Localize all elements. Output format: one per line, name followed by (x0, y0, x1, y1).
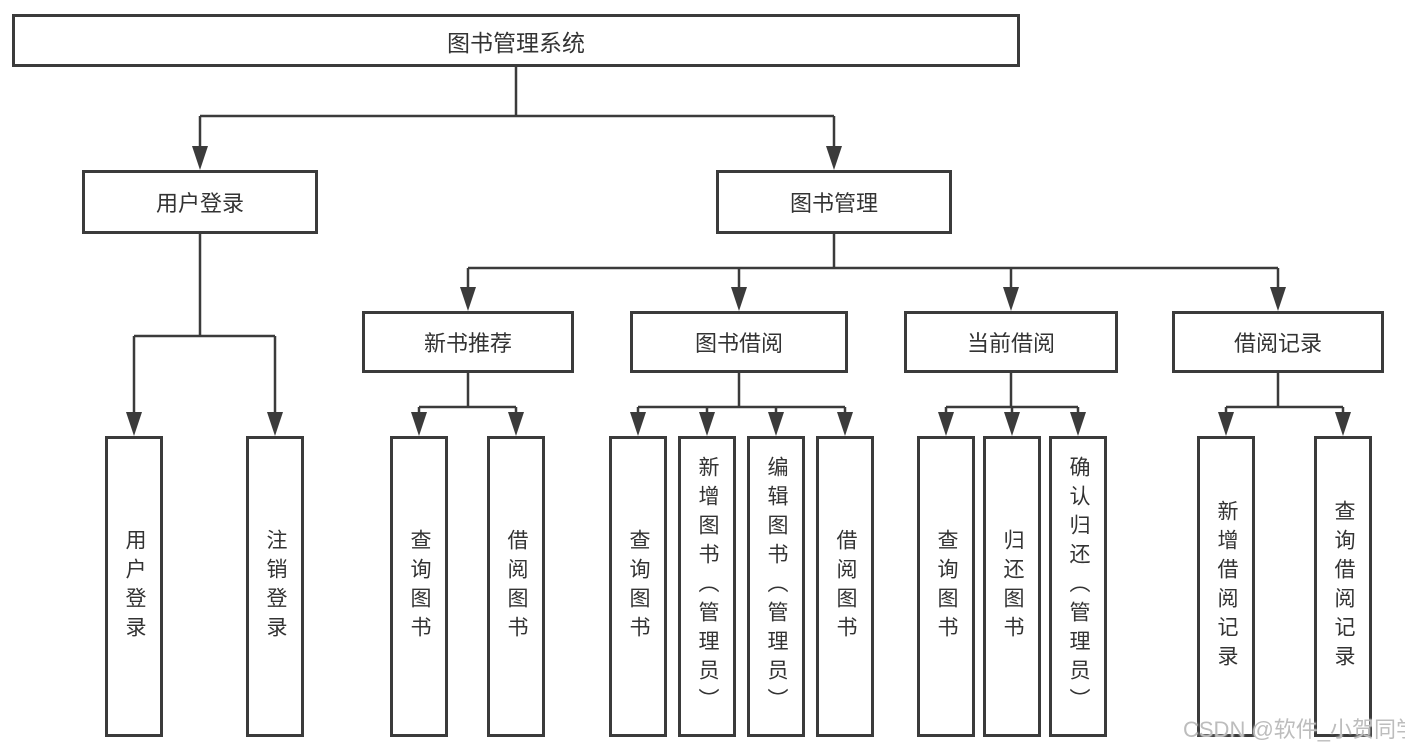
node-label: 借阅记录 (1233, 331, 1322, 356)
leaf-label: 查询借阅记录 (1332, 499, 1355, 674)
watermark-csdn: CSDN @软件_小贺同学 (1183, 717, 1405, 742)
leaf-query-books-borrowing: 查询图书 (609, 436, 667, 737)
leaf-confirm-return-admin: 确认归还（管理员） (1049, 436, 1107, 737)
leaf-user-login: 用户登录 (105, 436, 163, 737)
leaf-label: 确认归还（管理员） (1067, 456, 1090, 717)
leaf-label: 归还图书 (1001, 528, 1024, 645)
node-label: 图书借阅 (694, 331, 783, 356)
leaf-add-borrow-record: 新增借阅记录 (1197, 436, 1255, 737)
connector-borrow-records-to-leaves (1218, 373, 1351, 436)
node-library-management-system: 图书管理系统 (12, 14, 1020, 67)
leaf-label: 借阅图书 (505, 528, 528, 645)
node-new-book-recommendation: 新书推荐 (362, 311, 574, 373)
leaf-borrow-books-recommend: 借阅图书 (487, 436, 545, 737)
node-label: 新书推荐 (423, 331, 512, 356)
leaf-label: 编辑图书（管理员） (765, 456, 788, 717)
leaf-return-book: 归还图书 (983, 436, 1041, 737)
node-label: 图书管理 (789, 191, 878, 216)
leaf-logout: 注销登录 (246, 436, 304, 737)
leaf-add-book-admin: 新增图书（管理员） (678, 436, 736, 737)
node-label: 当前借阅 (966, 331, 1055, 356)
node-book-borrowing: 图书借阅 (630, 311, 848, 373)
leaf-query-books-recommend: 查询图书 (390, 436, 448, 737)
leaf-query-books-current: 查询图书 (917, 436, 975, 737)
leaf-label: 用户登录 (123, 528, 146, 645)
node-book-management: 图书管理 (716, 170, 952, 234)
leaf-label: 新增图书（管理员） (696, 456, 719, 717)
leaf-query-borrow-record: 查询借阅记录 (1314, 436, 1372, 737)
node-current-borrowing: 当前借阅 (904, 311, 1118, 373)
connector-user-login-to-leaves (126, 234, 283, 436)
leaf-borrow-books-borrowing: 借阅图书 (816, 436, 874, 737)
connector-root-to-level2 (192, 67, 842, 170)
connector-new-book-to-leaves (411, 373, 524, 436)
leaf-edit-book-admin: 编辑图书（管理员） (747, 436, 805, 737)
leaf-label: 查询图书 (935, 528, 958, 645)
leaf-label: 借阅图书 (834, 528, 857, 645)
node-borrowing-records: 借阅记录 (1172, 311, 1384, 373)
node-label: 图书管理系统 (447, 29, 585, 56)
leaf-label: 查询图书 (627, 528, 650, 645)
leaf-label: 新增借阅记录 (1215, 499, 1238, 674)
leaf-label: 注销登录 (264, 528, 287, 645)
leaf-label: 查询图书 (408, 528, 431, 645)
connector-book-borrowing-to-leaves (630, 373, 853, 436)
connector-current-borrowing-to-leaves (938, 373, 1086, 436)
connector-book-management-to-level3 (460, 234, 1286, 311)
node-user-login: 用户登录 (82, 170, 318, 234)
node-label: 用户登录 (155, 191, 244, 216)
